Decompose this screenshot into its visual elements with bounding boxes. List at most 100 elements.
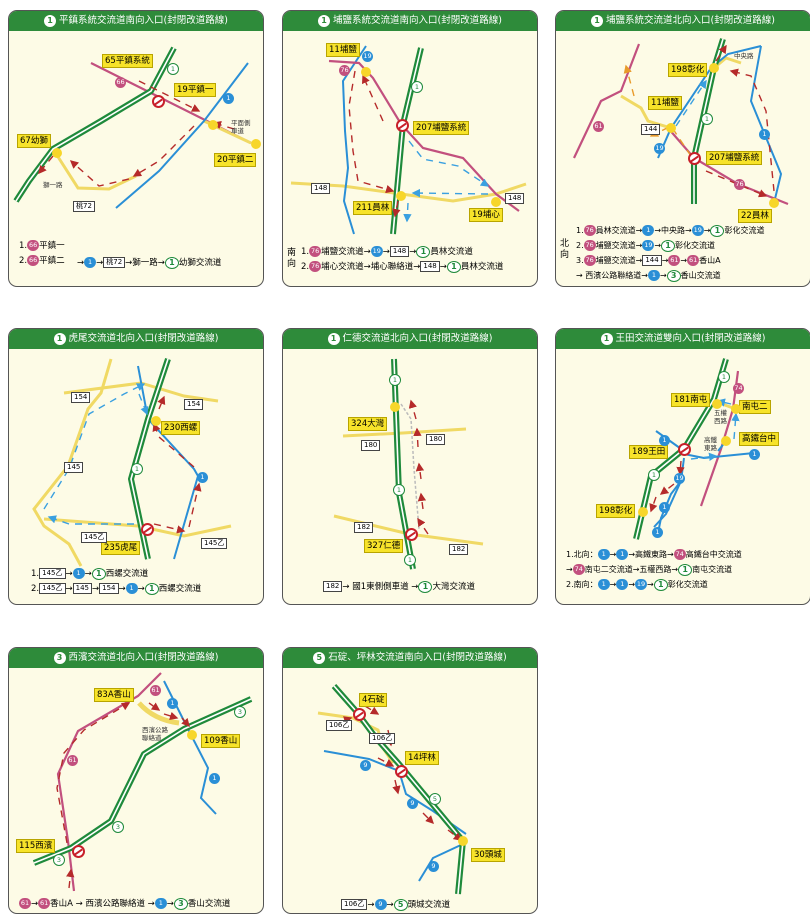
interchange-dot (491, 197, 501, 207)
interchange-dot (458, 836, 468, 846)
county-road-label: 145 (72, 583, 92, 594)
county-road-label: 182 (323, 581, 343, 592)
freeway-shield-icon: 1 (91, 567, 106, 580)
county-road-box: 154 (71, 387, 91, 406)
county-road-label: 180 (361, 440, 381, 451)
interchange-label: 83A香山 (94, 688, 134, 702)
direction-label: 北向 (560, 239, 570, 260)
interchange-label: 65平鎮系統 (102, 54, 153, 68)
expressway-shield-icon: 74 (572, 564, 585, 575)
legend-text: → (92, 584, 100, 594)
county-road-label: 144 (641, 124, 661, 135)
freeway-shield-icon: 1 (327, 332, 340, 345)
county-road-label: 桃72 (103, 257, 126, 268)
legend-text: 香山A → 西濱公路聯絡道 → (50, 899, 155, 909)
legend-text: → 國1東側側車道 → (342, 582, 419, 592)
legend-text: 平鎮一 (39, 241, 65, 251)
interchange-label: 109香山 (201, 734, 241, 748)
legend-text: 彰化交流道 (675, 241, 716, 250)
provincial-shield-icon: 1 (167, 698, 178, 709)
legend-text: 埔心交流道→埔心聯絡道→ (321, 262, 421, 272)
freeway-shield-icon: 1 (648, 469, 660, 481)
legend-text: → (367, 900, 375, 910)
freeway-shield-icon: 3 (53, 854, 65, 866)
freeway-shield-icon: 1 (710, 224, 725, 237)
interchange-label: 324大灣 (348, 417, 388, 431)
closed-icon (396, 119, 409, 132)
freeway-shield-icon: 1 (701, 113, 713, 125)
interchange-label: 19平鎮一 (174, 83, 217, 97)
legend-text: 高鐵台中交流道 (685, 550, 742, 559)
legend-text: 大灣交流道 (432, 582, 475, 592)
county-road-label: 桃72 (73, 201, 95, 212)
legend-text: 1. (19, 241, 28, 251)
freeway-shield-icon: 3 (666, 269, 681, 282)
closed-icon (395, 765, 408, 778)
interchange-dot (709, 63, 719, 73)
freeway-shield-icon: 1 (53, 332, 66, 345)
freeway-shield-icon: 1 (164, 256, 179, 269)
legend-text: →中央路→ (654, 226, 692, 235)
interchange-label: 19埔心 (469, 208, 503, 222)
road-note: 西濱公路聯絡道 (142, 726, 168, 742)
legend-text: 幼獅交流道 (178, 258, 222, 268)
legend-text: 員林交流道 (430, 247, 473, 257)
provincial-shield-icon: 9 (374, 899, 387, 910)
interchange-label: 南屯二 (739, 400, 771, 414)
county-road-box: 148 (311, 178, 331, 197)
legend-text: 2. (19, 256, 28, 266)
legend-text: → (84, 569, 92, 579)
expressway-shield-icon: 61 (668, 255, 681, 266)
freeway-shield-icon: 1 (600, 332, 613, 345)
interchange-label: 11埔鹽 (326, 43, 360, 57)
provincial-shield-icon: 19 (654, 143, 665, 154)
interchange-label: 198彰化 (668, 63, 708, 77)
interchange-label: 181南屯 (671, 393, 711, 407)
freeway-shield-icon: 1 (653, 578, 668, 591)
provincial-shield-icon: 1 (749, 449, 760, 460)
legend-text: 西螺交流道 (158, 584, 202, 594)
expressway-shield-icon: 76 (583, 240, 596, 251)
legend-text: 1.北向： (566, 550, 598, 559)
provincial-shield-icon: 1 (154, 898, 167, 909)
road-note: 高鐵東路 (704, 436, 717, 452)
county-road-box: 145乙 (81, 527, 108, 546)
interchange-label: 198彰化 (596, 504, 636, 518)
interchange-label: 22員林 (738, 209, 772, 223)
road-note: 獅一路 (43, 181, 63, 189)
interchange-dot (208, 120, 218, 130)
freeway-shield-icon: 1 (446, 260, 461, 273)
legend-text: 頭城交流道 (407, 900, 451, 910)
county-road-label: 145 (64, 462, 84, 473)
provincial-shield-icon: 1 (125, 583, 138, 594)
county-road-label: 106乙 (369, 733, 396, 744)
provincial-shield-icon: 1 (652, 527, 663, 538)
legend-text: 彰化交流道 (724, 226, 765, 235)
county-road-box: 182 (354, 517, 374, 536)
freeway-shield-icon: 1 (718, 371, 730, 383)
freeway-shield-icon: 1 (411, 81, 423, 93)
expressway-shield-icon: 61 (19, 898, 31, 909)
interchange-label: 230西螺 (161, 421, 201, 435)
interchange-dot (52, 148, 62, 158)
provincial-shield-icon: 19 (691, 225, 704, 236)
legend-text: → (96, 258, 104, 268)
provincial-shield-icon: 19 (674, 473, 685, 484)
direction-label: 南向 (287, 248, 297, 269)
expressway-shield-icon: 61 (687, 255, 700, 266)
provincial-shield-icon: 1 (616, 579, 629, 590)
provincial-shield-icon: 1 (659, 435, 670, 446)
county-road-label: 180 (426, 434, 446, 445)
county-road-label: 145乙 (39, 568, 66, 579)
